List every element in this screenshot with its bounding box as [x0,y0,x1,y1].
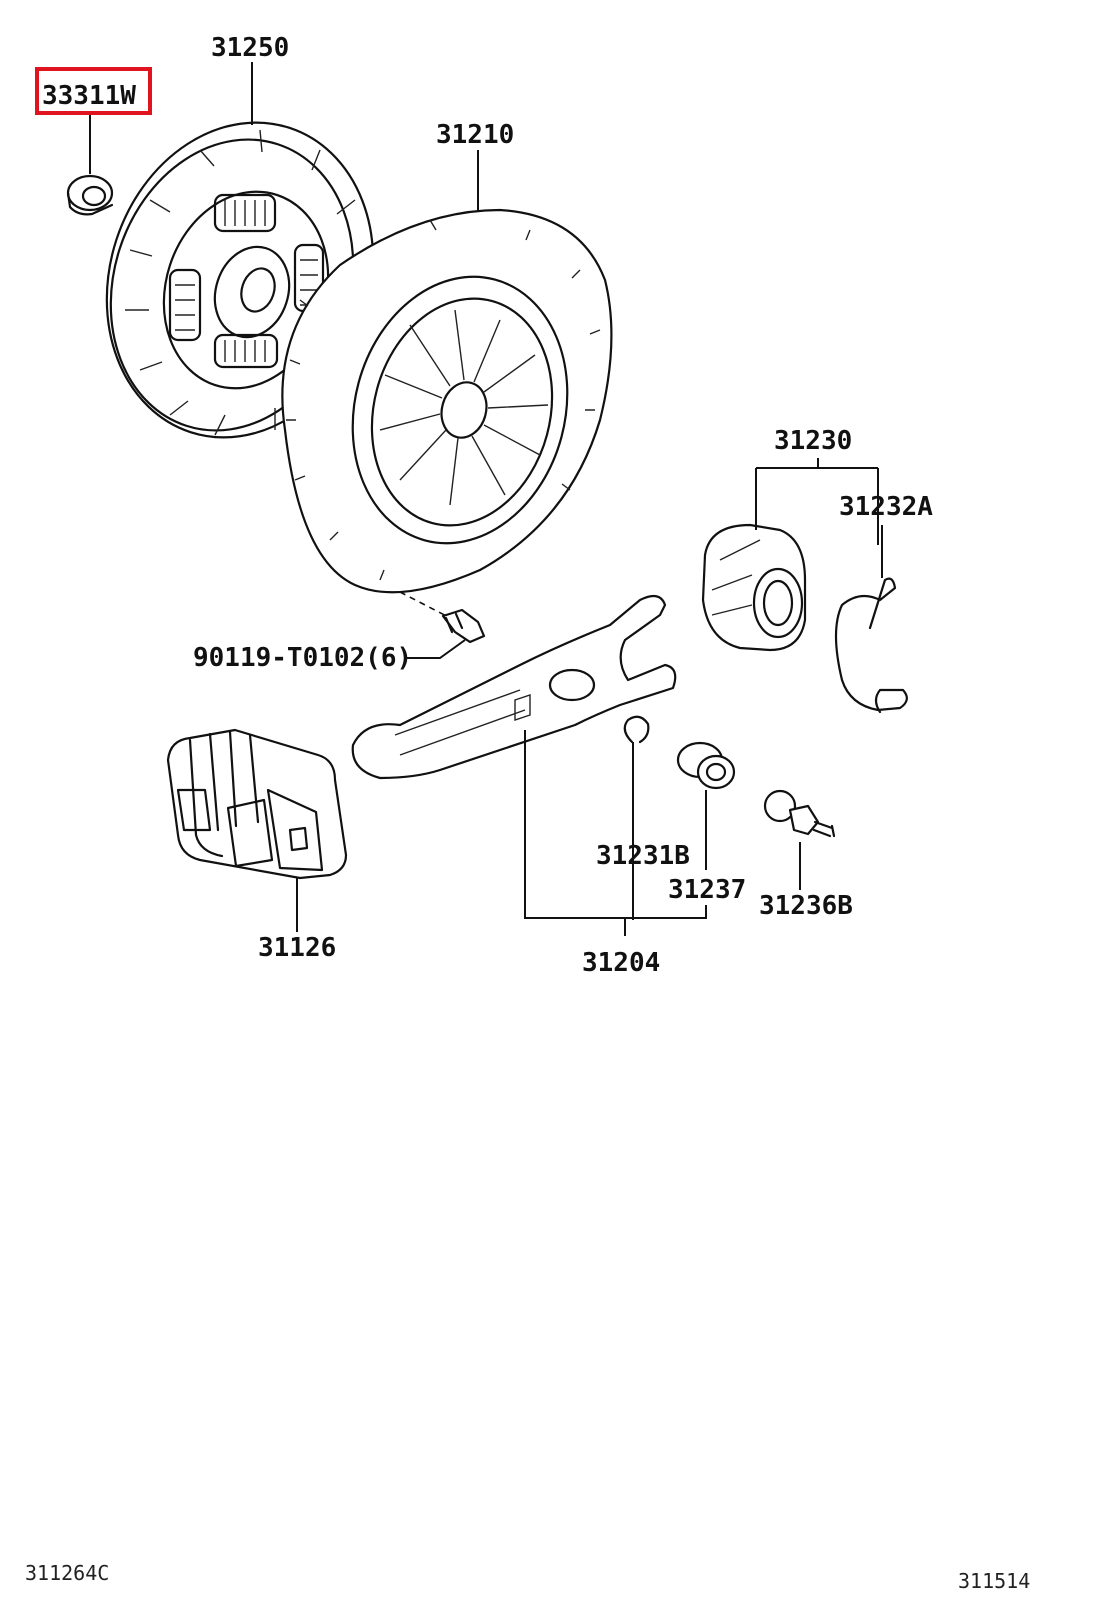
label-31230[interactable]: 31230 [774,426,852,456]
snap-ring-31231B[interactable] [623,715,650,744]
highlight-box [35,67,152,115]
label-31204[interactable]: 31204 [582,948,660,978]
label-90119[interactable]: 90119-T0102(6) [193,643,412,673]
pilot-bearing-33311W[interactable] [66,174,114,216]
footer-code-left: 311264C [25,1561,109,1585]
footer-code-right: 311514 [958,1569,1030,1593]
release-fork-31204[interactable] [351,594,677,780]
clutch-cover-31210[interactable] [281,208,613,594]
boot-31126[interactable] [166,728,348,880]
label-31210[interactable]: 31210 [436,120,514,150]
label-31237[interactable]: 31237 [668,875,746,905]
pivot-bushing-31237[interactable] [676,741,736,790]
release-bearing-31230[interactable] [701,523,807,652]
ball-stud-31236B[interactable] [763,789,836,838]
label-31231B[interactable]: 31231B [596,841,690,871]
label-31232A[interactable]: 31232A [839,492,933,522]
label-31236B[interactable]: 31236B [759,891,853,921]
bolt-90119[interactable] [441,608,486,644]
label-31250[interactable]: 31250 [211,33,289,63]
label-33311W[interactable]: 33311W [42,81,136,111]
clip-31232A[interactable] [834,577,908,714]
label-31126[interactable]: 31126 [258,933,336,963]
